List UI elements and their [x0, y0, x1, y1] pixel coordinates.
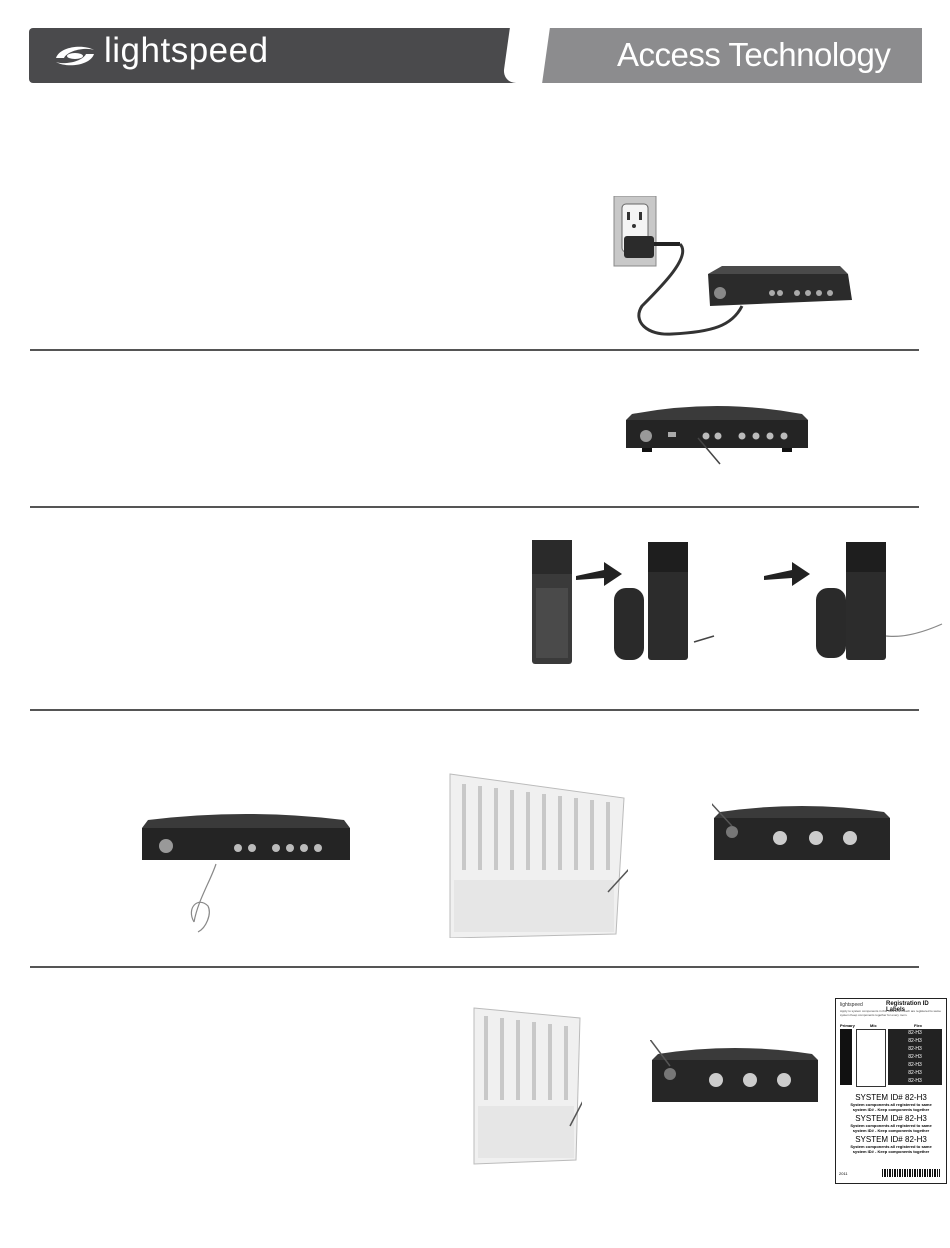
label-col-mic: Mic [870, 1023, 877, 1028]
base-audio-out-illustration [626, 406, 808, 465]
header-divider-notch [502, 28, 550, 83]
system-id-label: SYSTEM ID# [855, 1093, 903, 1102]
speaker-grille-illustration [449, 773, 628, 938]
system-note: system ID# - Keep components together [852, 1149, 930, 1154]
label-flex-grid: 82-H3 82-H3 82-H3 82-H3 82-H3 82-H3 82-H… [888, 1029, 942, 1085]
power-adapter-illustration [613, 196, 852, 336]
label-col-primary: Primary [840, 1023, 855, 1028]
grid-id: 82-H3 [908, 1030, 922, 1036]
header-left-bar [29, 28, 525, 83]
grid-id: 82-H3 [908, 1046, 922, 1052]
base-front-knobs-illustration [712, 803, 890, 860]
pendant-microphone-illustration [532, 540, 943, 664]
grid-id: 82-H3 [908, 1054, 922, 1060]
label-brand: lightspeed [840, 1002, 863, 1008]
system-note: system ID# - Keep components together [852, 1107, 930, 1112]
system-id-value: 82-H3 [905, 1093, 927, 1102]
system-note: System components all registered to same [850, 1102, 932, 1107]
product-title: Access Technology [617, 36, 891, 73]
label-mic-block [856, 1029, 886, 1087]
header-right-bar [521, 28, 922, 83]
registration-id-labels-card: lightspeed Registration ID Labels Apply … [835, 998, 947, 1184]
base-front-small-illustration [650, 1040, 818, 1102]
system-note: system ID# - Keep components together [852, 1128, 930, 1133]
brand-name: lightspeed [104, 31, 269, 70]
grid-id: 82-H3 [908, 1038, 922, 1044]
system-id-block: SYSTEM ID# 82-H3 System components all r… [836, 1093, 946, 1154]
section-divider [30, 709, 919, 711]
label-col-flex: Flex [914, 1023, 923, 1028]
section-divider [30, 506, 919, 508]
base-sync-button-illustration [142, 814, 350, 933]
label-primary-strip [840, 1029, 852, 1085]
section-divider [30, 349, 919, 351]
system-id-label: SYSTEM ID# [855, 1135, 903, 1144]
system-note: System components all registered to same [850, 1144, 932, 1149]
lightspeed-swirl-logo-icon [56, 46, 94, 66]
grid-id: 82-H3 [908, 1078, 922, 1084]
label-instructions: Apply to system components in this rows … [840, 1009, 941, 1017]
section-divider [30, 966, 919, 968]
grid-id: 82-H3 [908, 1070, 922, 1076]
system-id-value: 82-H3 [905, 1135, 927, 1144]
label-title: Registration ID Labels [886, 1001, 929, 1013]
system-id-value: 82-H3 [905, 1114, 927, 1123]
grid-id: 82-H3 [908, 1062, 922, 1068]
barcode [882, 1169, 940, 1177]
system-id-label: SYSTEM ID# [855, 1114, 903, 1123]
label-bottom-code: 2011 [839, 1171, 848, 1176]
system-note: System components all registered to same [850, 1123, 932, 1128]
speaker-grille-small-illustration [473, 1007, 582, 1165]
